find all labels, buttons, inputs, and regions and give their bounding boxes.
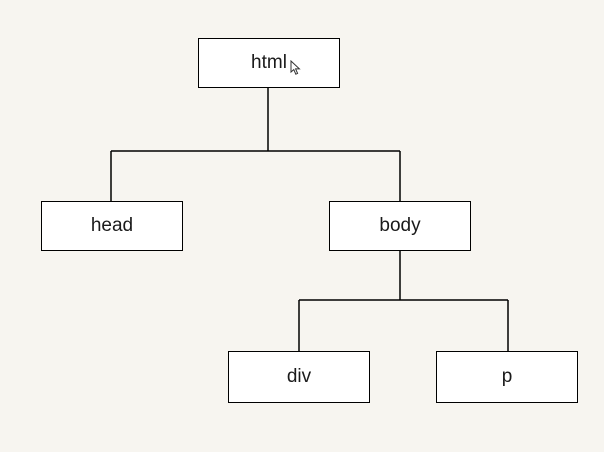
node-label: html	[251, 52, 287, 73]
node-label: head	[90, 215, 134, 236]
node-body[interactable]: body	[329, 201, 471, 251]
node-p[interactable]: p	[436, 351, 578, 403]
node-label: body	[379, 215, 421, 236]
node-label: div	[286, 366, 312, 387]
node-label: p	[501, 366, 513, 387]
node-html[interactable]: html	[198, 38, 340, 88]
node-div[interactable]: div	[228, 351, 370, 403]
mouse-pointer-icon	[290, 60, 301, 75]
node-head[interactable]: head	[41, 201, 183, 251]
